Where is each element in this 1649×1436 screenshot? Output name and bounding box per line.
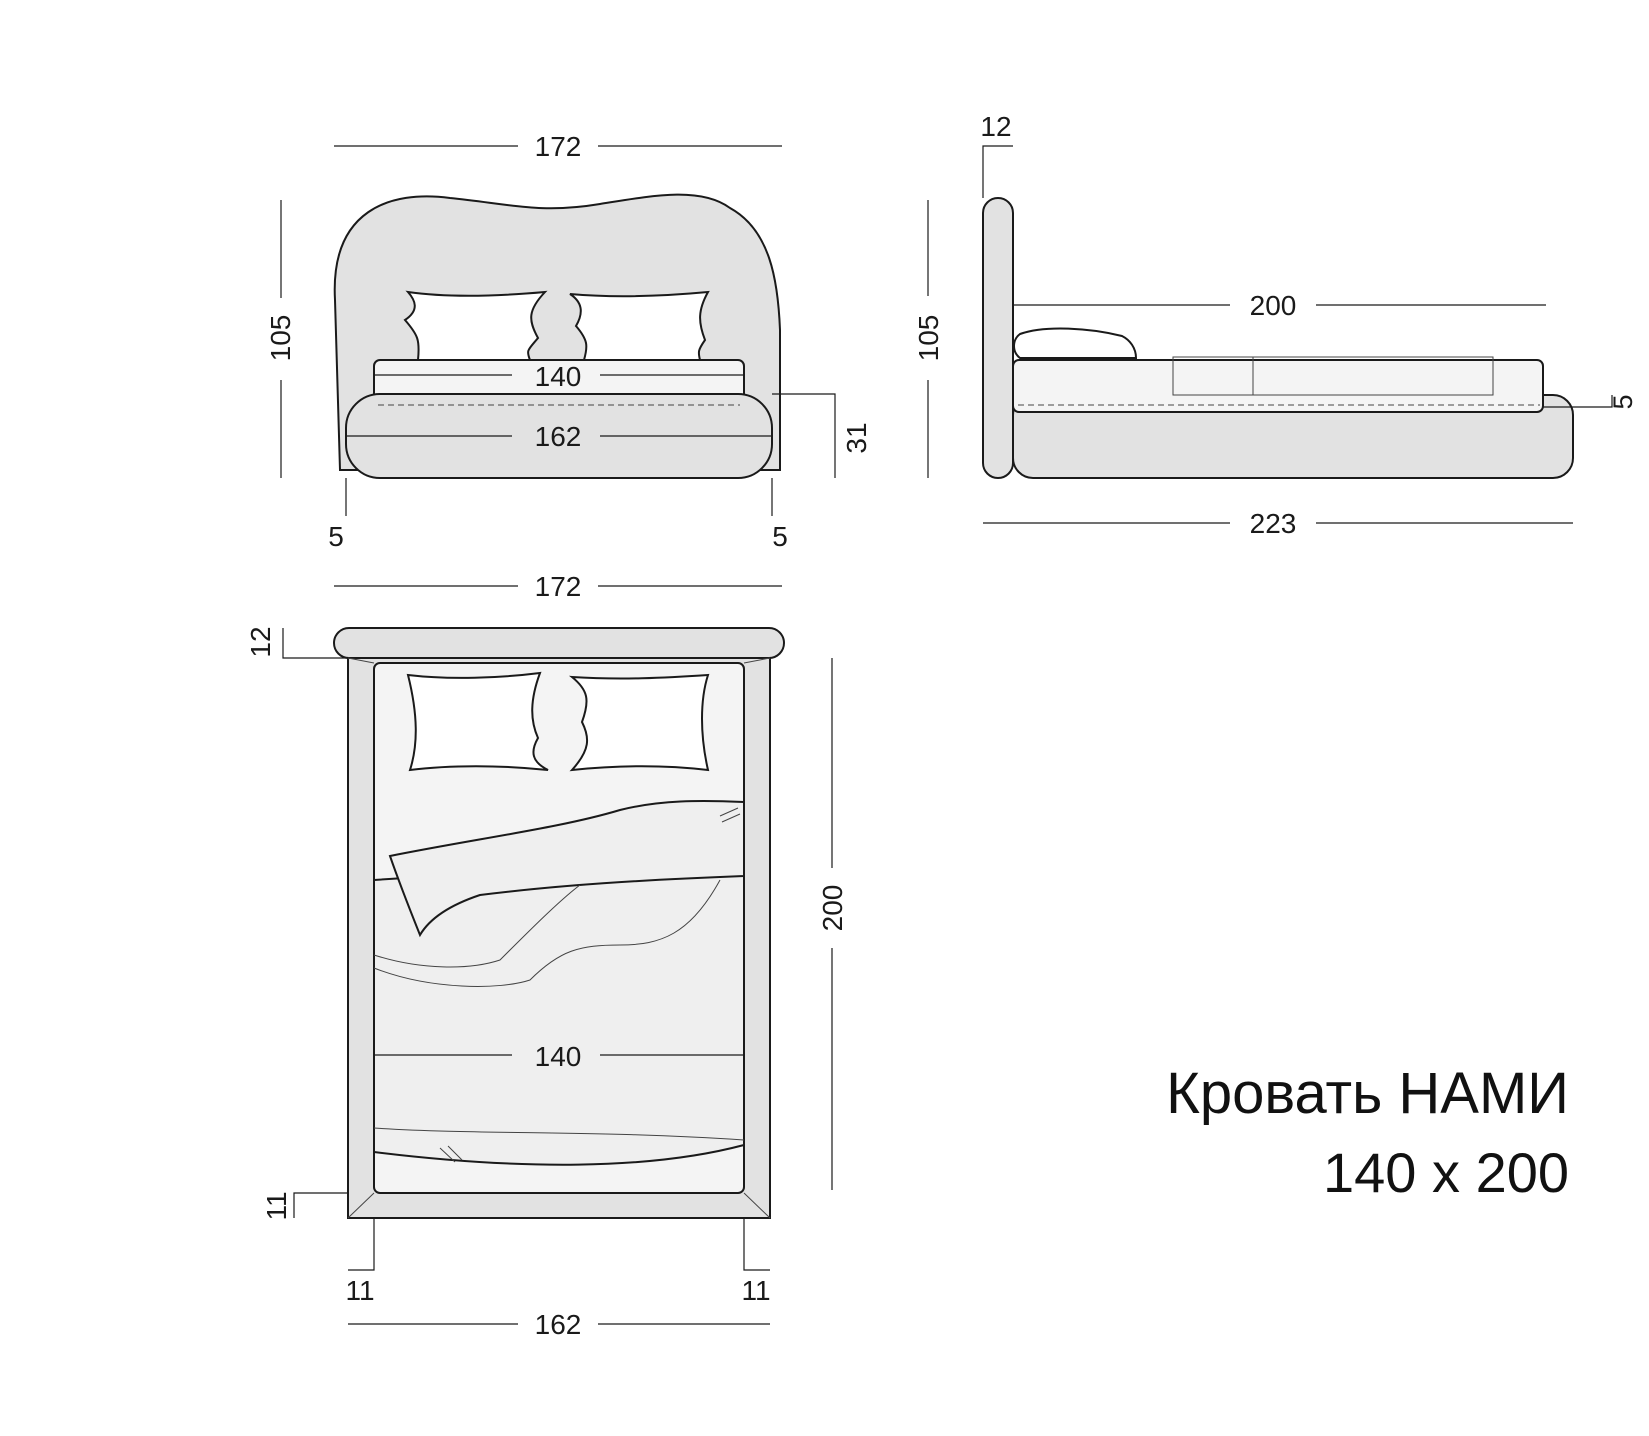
top-headboard <box>333 627 785 659</box>
front-pillow-right <box>569 290 710 361</box>
front-side-right-label: 5 <box>772 521 788 552</box>
top-pillow-left <box>406 671 549 772</box>
top-view: 172 12 200 140 11 11 11 162 <box>245 571 848 1340</box>
top-headboard-depth-label: 12 <box>245 626 276 657</box>
top-length-label: 200 <box>817 885 848 932</box>
side-pillow <box>1013 327 1138 359</box>
product-size: 140 x 200 <box>1323 1141 1569 1204</box>
top-frame-right-label: 11 <box>741 1275 770 1306</box>
side-total-length-label: 223 <box>1250 508 1297 539</box>
top-base-width-label: 162 <box>535 1309 582 1340</box>
top-blanket-fold <box>388 799 745 938</box>
side-height-label: 105 <box>913 315 944 362</box>
side-mattress <box>1012 359 1544 413</box>
side-view: 12 105 200 223 5 <box>913 111 1638 539</box>
front-mattress-width-label: 140 <box>535 361 582 392</box>
side-blanket <box>1172 356 1494 396</box>
front-pillow-left <box>403 290 548 361</box>
side-mattress-offset-label: 5 <box>1608 394 1638 409</box>
side-length-label: 200 <box>1250 290 1297 321</box>
front-view: 172 105 140 162 31 5 5 <box>265 131 872 552</box>
top-width-label: 172 <box>535 571 582 602</box>
top-frame-left-label: 11 <box>345 1275 374 1306</box>
front-height-label: 105 <box>265 315 296 362</box>
front-side-left-label: 5 <box>328 521 344 552</box>
side-headboard-label: 12 <box>980 111 1011 142</box>
front-width-label: 172 <box>535 131 582 162</box>
front-base-width-label: 162 <box>535 421 582 452</box>
top-pillow-right <box>568 673 710 772</box>
side-headboard <box>982 197 1014 479</box>
front-base-height-label: 31 <box>841 422 872 453</box>
top-mattress-width-label: 140 <box>535 1041 582 1072</box>
top-frame-end-label: 11 <box>261 1191 292 1220</box>
product-title: Кровать НАМИ <box>1166 1061 1569 1126</box>
